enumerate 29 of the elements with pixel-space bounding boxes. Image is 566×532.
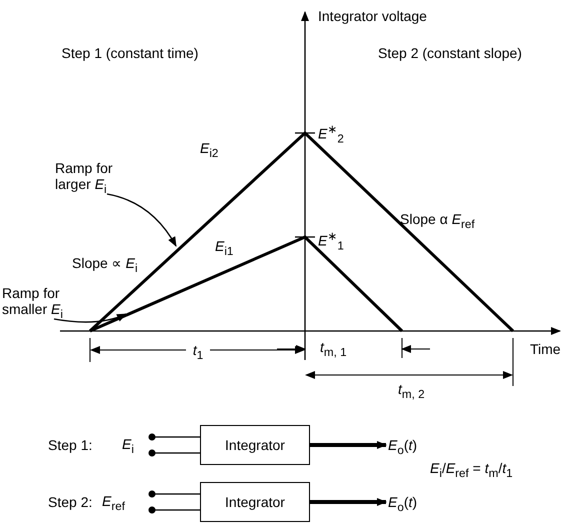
leader-arrow [106, 193, 177, 247]
slope-label: Slope ∝ E$_{i}$ [72, 255, 139, 277]
axis-label: Time [530, 341, 562, 357]
step-label: Step 1: [48, 437, 94, 453]
callout-text: Ramp for smaller E$_{i}$ [2, 285, 82, 317]
input-wire [148, 490, 200, 498]
step-label: Step 2: [48, 494, 94, 510]
signal-label: E$_{o}$(t) [388, 494, 448, 514]
signal-label: E$_{i}$ [122, 436, 148, 456]
input-wire [148, 450, 200, 456]
slope-label: Slope α E$_{ref}$ [400, 211, 476, 233]
input-wire [148, 506, 200, 514]
integrator-block: Integrator [200, 425, 310, 465]
leader-arrow [54, 313, 127, 323]
input-wire [148, 434, 200, 440]
signal-label: E$_{o}$(t) [388, 437, 448, 457]
integrator-block: Integrator [200, 482, 310, 522]
output-arrow [310, 498, 387, 506]
signal-label: E$_{ref}$ [102, 493, 148, 513]
signal-label: E$_{i2}$ [200, 140, 220, 162]
time-label: t$_{m, 2}$ [398, 381, 426, 403]
integrator-voltage-axis-label: Integrator voltage [318, 8, 428, 24]
equation: E$_{i}$/E$_{ref}$ = t$_{m}$/t$_{1}$ [430, 460, 514, 482]
step-heading: Step 2 (constant slope) [377, 45, 523, 61]
time-label: t$_{m, 1}$ [320, 339, 348, 361]
signal-label: E$_{i1}$ [215, 238, 234, 260]
callout-text: Ramp for larger E$_{i}$ [55, 160, 135, 192]
output-arrow [310, 441, 387, 449]
step-heading: Step 1 (constant time) [60, 45, 200, 61]
